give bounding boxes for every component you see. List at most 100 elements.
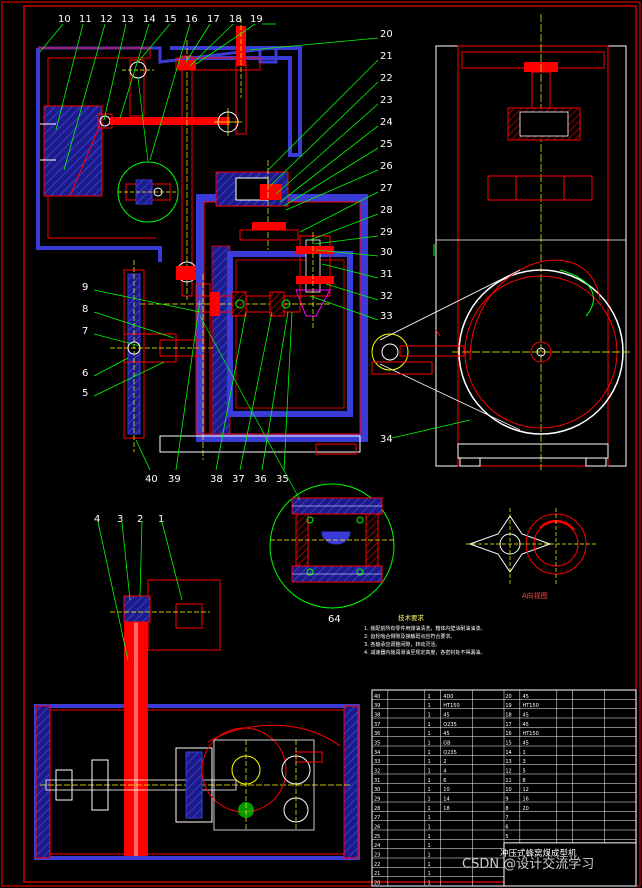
side-view: [371, 14, 630, 470]
bom-cell: 45: [443, 713, 449, 719]
bom-row-qty: 1: [427, 750, 430, 756]
callout-20: 20: [380, 29, 393, 40]
bom-cell: 45: [522, 722, 528, 728]
callout-39: 39: [168, 474, 181, 485]
bom-row-qty: 1: [427, 862, 430, 868]
bom-cell: 1: [522, 750, 525, 756]
bom-right-row-number: 10: [505, 787, 511, 793]
bom-right-row-number: 6: [505, 825, 508, 831]
callout-26: 26: [380, 161, 393, 172]
bom-right-row-number: 5: [505, 834, 508, 840]
bom-row-number: 22: [374, 862, 380, 868]
callout-28: 28: [380, 205, 393, 216]
callout-16: 16: [185, 14, 198, 25]
bom-row-number: 27: [374, 815, 380, 821]
bom-right-row-number: 19: [505, 703, 511, 709]
callout-18: 18: [229, 14, 242, 25]
bom-right-row-number: 16: [505, 731, 511, 737]
bom-row-qty: 1: [427, 787, 430, 793]
bom-cell: 20: [522, 806, 528, 812]
bom-row-qty: 1: [427, 759, 430, 765]
callout-5: 5: [82, 388, 88, 399]
callout-22: 22: [380, 73, 393, 84]
bom-right-row-number: 12: [505, 769, 511, 775]
bom-row-number: 39: [374, 703, 380, 709]
bom-row-qty: 1: [427, 713, 430, 719]
callout-1: 1: [158, 514, 164, 525]
bom-row-number: 29: [374, 797, 380, 803]
callout-31: 31: [380, 269, 393, 280]
bom-right-row-number: 11: [505, 778, 511, 784]
callout-35: 35: [276, 474, 289, 485]
callout-14: 14: [143, 14, 156, 25]
callout-34: 34: [380, 434, 393, 445]
callout-2: 2: [137, 514, 143, 525]
bom-row-qty: 1: [427, 694, 430, 700]
bom-row-number: 35: [374, 741, 380, 747]
callout-11: 11: [79, 14, 92, 25]
callout-29: 29: [380, 227, 393, 238]
bom-row-number: 25: [374, 834, 380, 840]
callout-38: 38: [210, 474, 223, 485]
callout-4: 4: [94, 514, 100, 525]
callout-15: 15: [164, 14, 177, 25]
bom-row-qty: 1: [427, 806, 430, 812]
callout-40: 40: [145, 474, 158, 485]
bom-row-qty: 1: [427, 731, 430, 737]
bom-row-qty: 1: [427, 778, 430, 784]
lower-assembly: [34, 579, 360, 860]
callout-36: 36: [254, 474, 267, 485]
bom-cell: 4: [443, 769, 446, 775]
bom-row-number: 31: [374, 778, 380, 784]
callout-33: 33: [380, 311, 393, 322]
bom-row-qty: 1: [427, 834, 430, 840]
callout-24: 24: [380, 117, 393, 128]
bom-cell: 18: [443, 806, 449, 812]
bom-right-row-number: 15: [505, 741, 511, 747]
bom-row-number: 34: [374, 750, 380, 756]
bom-row-number: 24: [374, 843, 380, 849]
bom-row-number: 37: [374, 722, 380, 728]
bom-row-qty: 1: [427, 741, 430, 747]
bom-cell: HT150: [522, 731, 538, 737]
bom-right-row-number: 9: [505, 797, 508, 803]
note-2: 2. 齿轮啮合侧隙及接触斑点应符合要求。: [364, 633, 455, 640]
note-3: 3. 各轴承应调整间隙，转动灵活。: [364, 641, 440, 648]
bom-row-number: 23: [374, 853, 380, 859]
bom-row-number: 21: [374, 871, 380, 877]
bom-row-qty: 1: [427, 843, 430, 849]
technical-notes: 技术要求 1. 装配前所有零件用煤油清洗，箱体内壁涂耐油油漆。 2. 齿轮啮合侧…: [364, 613, 485, 656]
callout-23: 23: [380, 95, 393, 106]
bom-cell: 10: [443, 787, 449, 793]
bom-cell: 45: [443, 731, 449, 737]
bom-cell: 5: [522, 769, 525, 775]
callout-10: 10: [58, 14, 71, 25]
callout-27: 27: [380, 183, 393, 194]
bom-cell: 16: [522, 797, 528, 803]
bom-row-qty: 1: [427, 825, 430, 831]
bom-right-row-number: 13: [505, 759, 511, 765]
bom-row-qty: 1: [427, 769, 430, 775]
bom-cell: 14: [443, 797, 449, 803]
bom-cell: HT150: [443, 703, 459, 709]
callout-17: 17: [207, 14, 220, 25]
bom-cell: 45: [522, 694, 528, 700]
bom-right-row-number: 17: [505, 722, 511, 728]
bom-right-row-number: 20: [505, 694, 511, 700]
callout-37: 37: [232, 474, 245, 485]
note-4: 4. 减速器内装润滑油至规定高度，各密封处不得漏油。: [364, 649, 485, 656]
bom-right-row-number: 14: [505, 750, 511, 756]
bom-row-number: 33: [374, 759, 380, 765]
bom-cell: Q235: [443, 722, 456, 728]
bom-row-qty: 1: [427, 815, 430, 821]
bom-row-number: 32: [374, 769, 380, 775]
bom-row-qty: 1: [427, 722, 430, 728]
callout-3: 3: [117, 514, 123, 525]
bom-row-number: 36: [374, 731, 380, 737]
callout-25: 25: [380, 139, 393, 150]
callout-19: 19: [250, 14, 263, 25]
bom-row-qty: 1: [427, 797, 430, 803]
bom-row-number: 30: [374, 787, 380, 793]
